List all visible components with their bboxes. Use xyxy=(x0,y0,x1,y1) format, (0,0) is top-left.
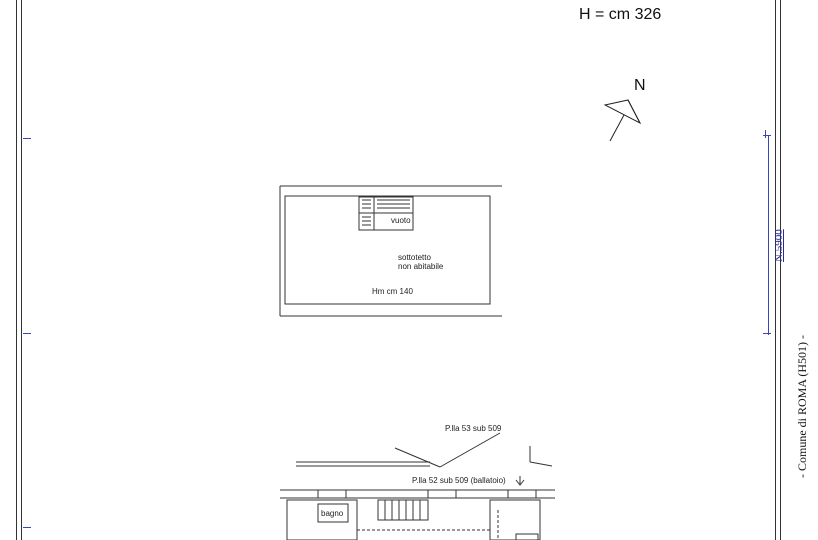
municipality-label: - Comune di ROMA (H501) - xyxy=(795,335,809,478)
attic-plan xyxy=(279,185,502,317)
north-label: N xyxy=(634,77,646,94)
tick-mark xyxy=(763,333,771,334)
parcel-label: P.lla 52 sub 509 (ballatoio) xyxy=(412,476,506,485)
frame-left-outer xyxy=(16,0,17,540)
room-label-bagno: bagno xyxy=(321,509,344,518)
stair-void-label: vuoto xyxy=(391,216,411,225)
tick-mark xyxy=(23,138,31,139)
blue-guide-line xyxy=(768,135,769,335)
sidebar-link[interactable]: N.5900 xyxy=(773,229,785,262)
attic-room-label: sottotetto xyxy=(398,253,431,262)
frame-left-inner xyxy=(21,0,22,540)
lower-plan xyxy=(280,432,555,540)
tick-mark xyxy=(23,527,31,528)
parcel-label: P.lla 53 sub 509 xyxy=(445,424,502,433)
attic-room-sublabel: non abitabile xyxy=(398,262,444,271)
tick-mark xyxy=(23,333,31,334)
tick-mark xyxy=(763,135,771,136)
attic-height-label: Hm cm 140 xyxy=(372,287,413,296)
frame-right-inner xyxy=(775,0,776,540)
tick-mark xyxy=(765,130,766,138)
height-label: H = cm 326 xyxy=(579,6,662,23)
frame-right-outer xyxy=(780,0,781,540)
north-arrow-icon xyxy=(603,99,642,142)
